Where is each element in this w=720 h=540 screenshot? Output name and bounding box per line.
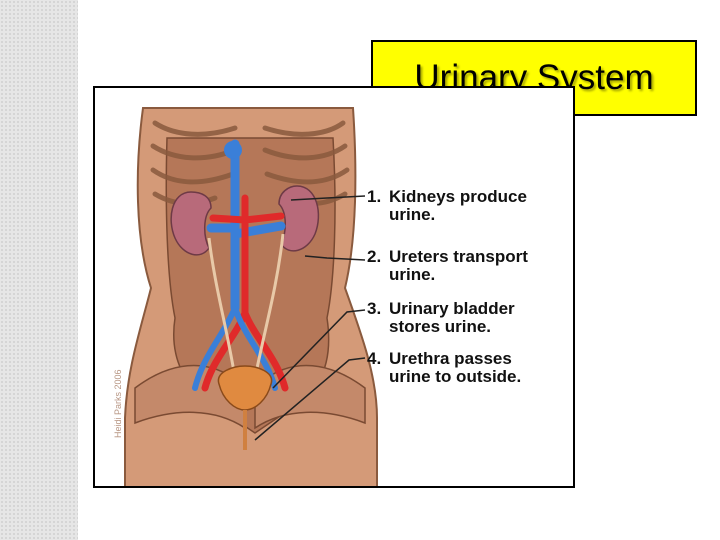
anatomy-illustration bbox=[124, 107, 378, 486]
label-line: urine. bbox=[389, 205, 436, 224]
label-number: 2. bbox=[367, 247, 382, 266]
label-line: Urinary bladder bbox=[389, 299, 515, 318]
label-bladder: 3. Urinary bladder stores urine. bbox=[367, 300, 515, 336]
aorta bbox=[201, 194, 289, 392]
left-ureter bbox=[207, 237, 237, 379]
urinary-system-diagram: Heidi Parks 2006 1. Kidneys produce urine… bbox=[93, 86, 575, 488]
label-kidneys: 1. Kidneys produce urine. bbox=[367, 188, 527, 224]
label-line: Ureters transport bbox=[389, 247, 528, 266]
leader-lines bbox=[254, 195, 366, 441]
label-line: urine. bbox=[389, 265, 436, 284]
label-line: urine to outside. bbox=[389, 367, 522, 386]
label-ureters: 2. Ureters transport urine. bbox=[367, 248, 528, 284]
label-line: Urethra passes bbox=[389, 349, 512, 368]
label-number: 3. bbox=[367, 299, 382, 318]
right-ureter bbox=[253, 233, 285, 379]
label-line: stores urine. bbox=[389, 317, 492, 336]
label-number: 1. bbox=[367, 187, 382, 206]
urinary-bladder bbox=[217, 365, 273, 411]
label-urethra: 4. Urethra passes urine to outside. bbox=[367, 350, 521, 386]
label-number: 4. bbox=[367, 349, 382, 368]
label-line: Kidneys produce bbox=[389, 187, 527, 206]
decorative-side-strip bbox=[0, 0, 78, 540]
illustrator-watermark: Heidi Parks 2006 bbox=[113, 369, 123, 438]
